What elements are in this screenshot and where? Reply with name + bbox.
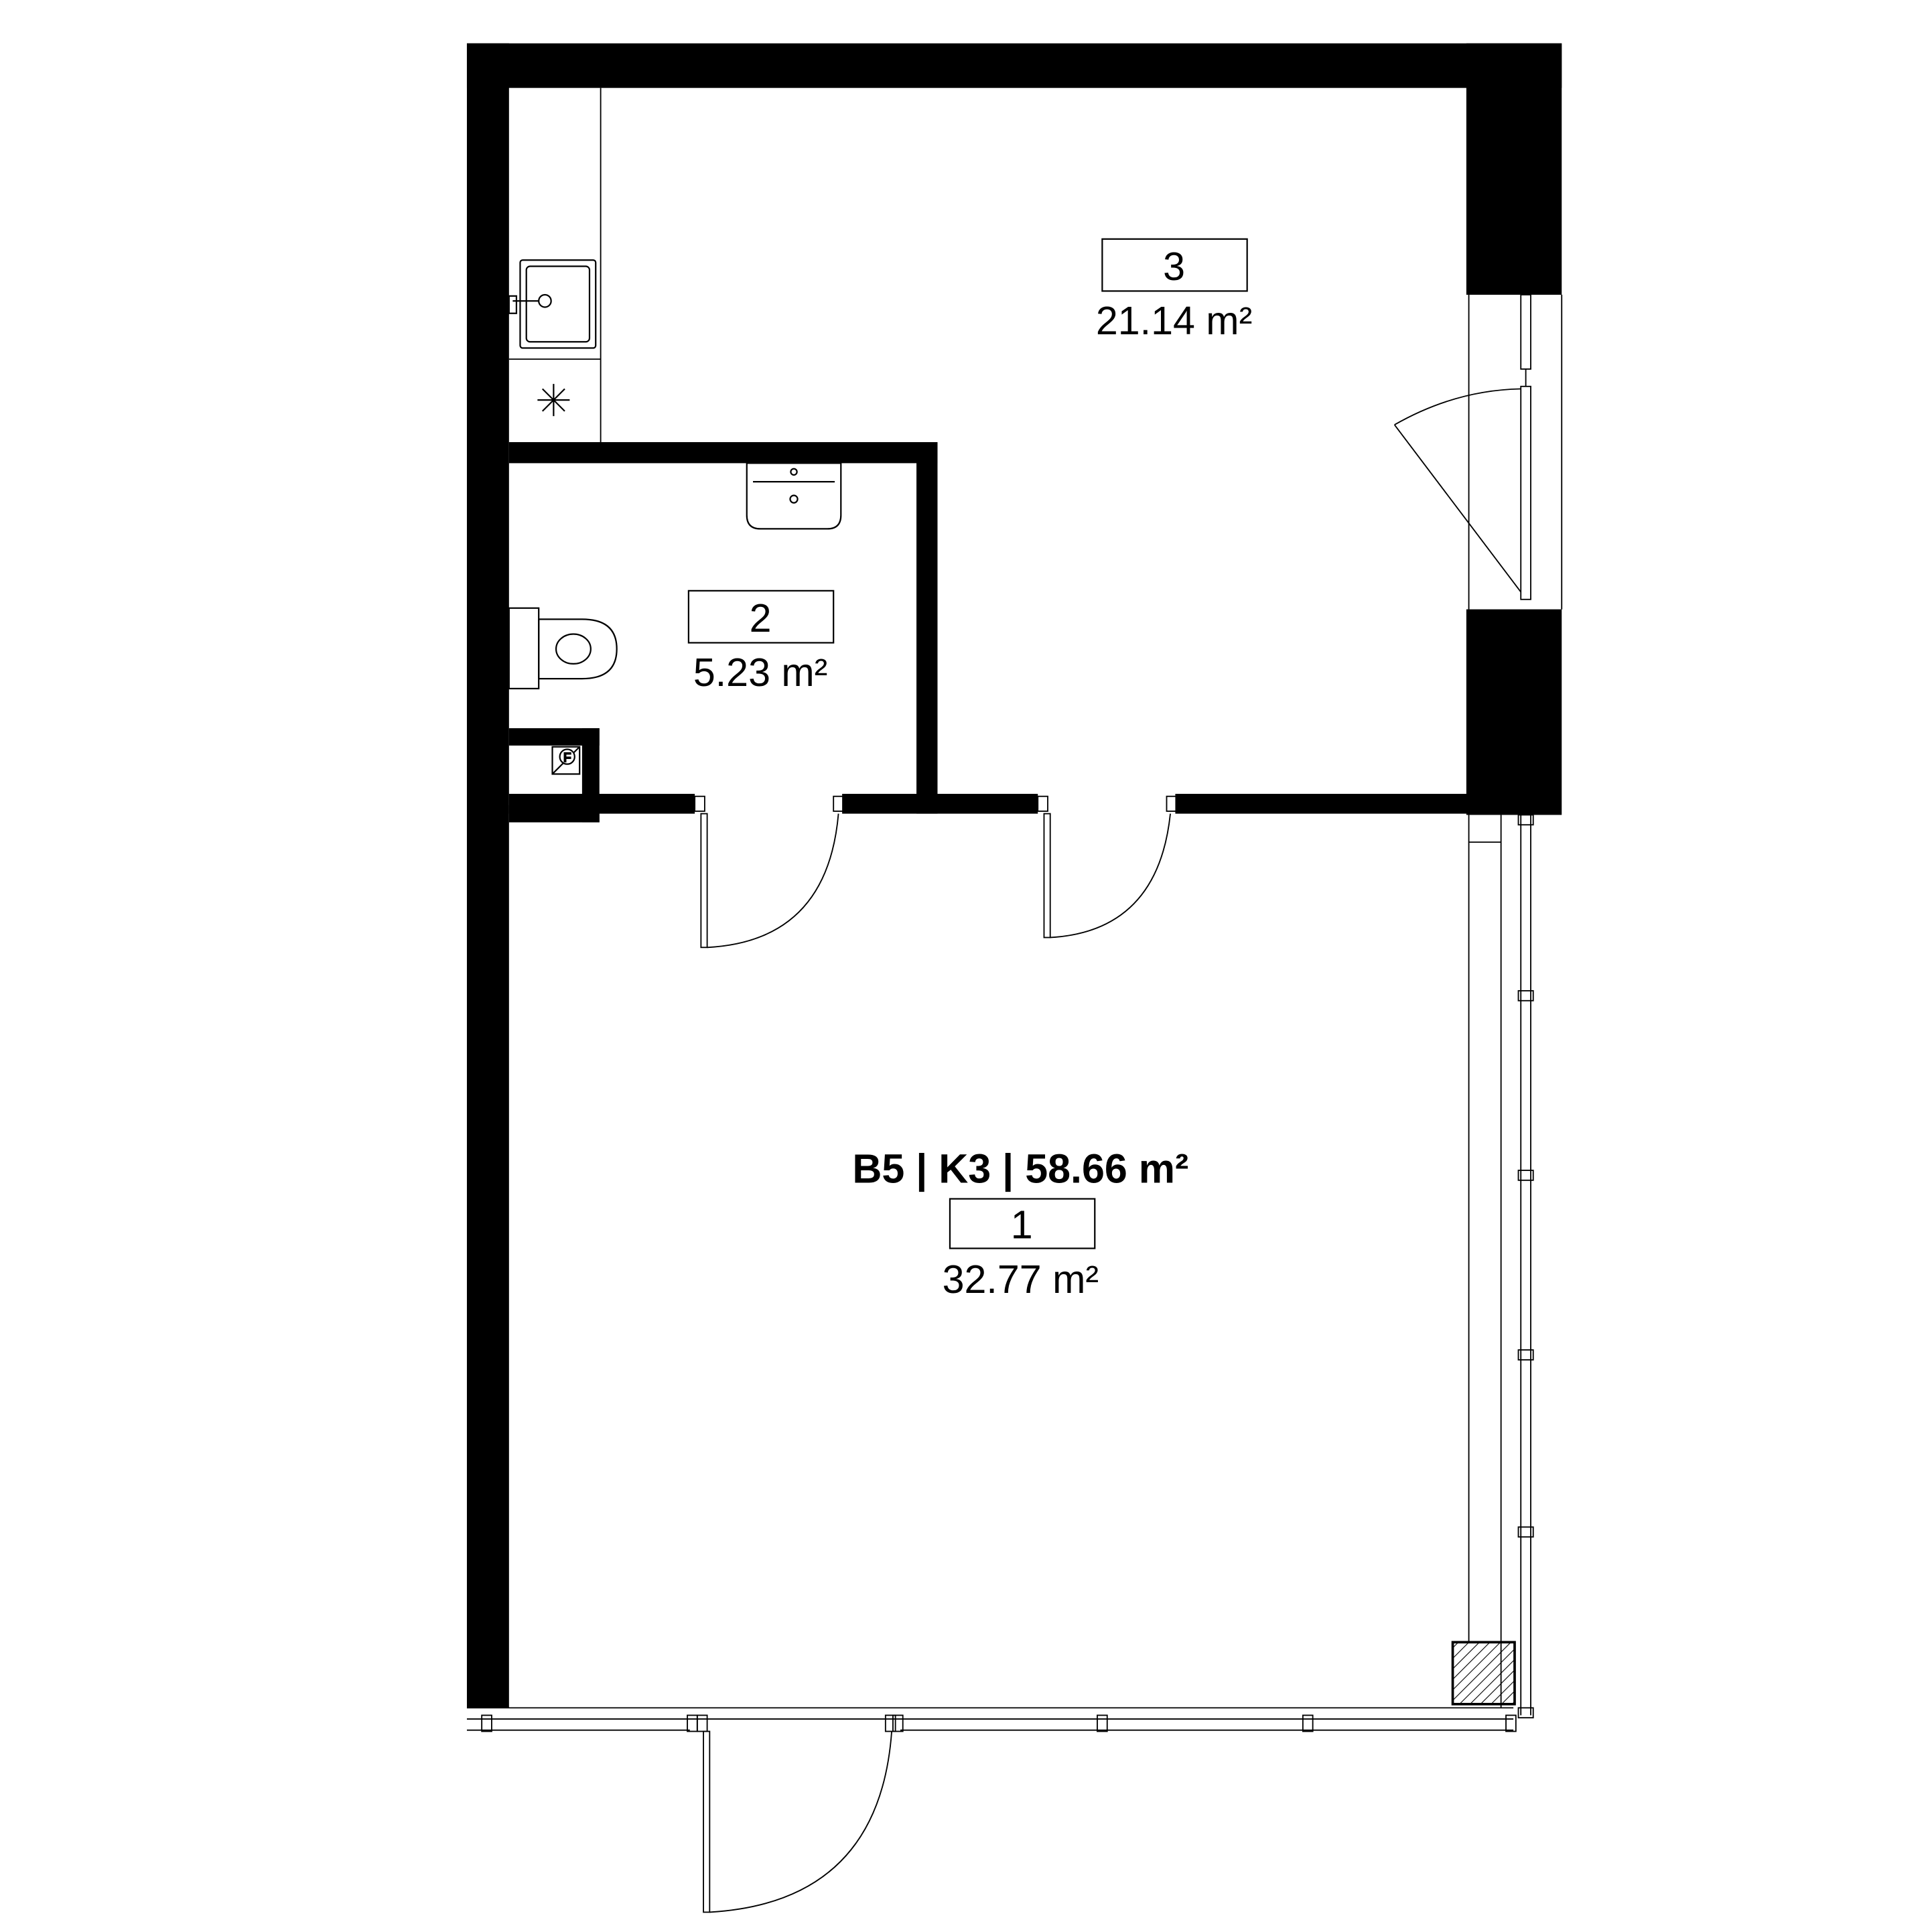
kitchen-counter xyxy=(508,88,602,442)
shaft-mark: F xyxy=(563,750,571,764)
wall-top xyxy=(466,43,1562,88)
toilet-icon xyxy=(508,607,618,689)
window-right-lower xyxy=(1468,814,1534,1719)
room-label-2: 2 5.23 m² xyxy=(687,590,835,695)
room-number: 1 xyxy=(1011,1202,1033,1247)
wash-basin-icon xyxy=(746,462,842,530)
wall-bath-right xyxy=(916,441,938,814)
wall-bath-top xyxy=(508,441,938,464)
room-area: 21.14 m² xyxy=(1096,298,1252,343)
kitchen-sink-icon xyxy=(508,259,597,349)
wall-right-lower xyxy=(1466,609,1562,815)
walls xyxy=(466,43,1562,1708)
hob-icon xyxy=(537,384,570,417)
wall-room3-bottom xyxy=(1175,794,1469,814)
room-number: 2 xyxy=(750,596,772,640)
room-number: 3 xyxy=(1163,244,1185,289)
room-label-1: B5 | K3 | 58.66 m² 1 32.77 m² xyxy=(852,1146,1188,1302)
unit-label: B5 | K3 | 58.66 m² xyxy=(852,1146,1188,1193)
window-bottom xyxy=(466,1707,1517,1732)
wall-left xyxy=(466,43,509,1708)
door-bathroom[interactable] xyxy=(694,795,844,949)
room-label-3: 3 21.14 m² xyxy=(1096,238,1252,343)
shaft-wall-bottom xyxy=(508,805,600,823)
wall-right-upper xyxy=(1466,43,1562,295)
wall-bath-bottom-mid xyxy=(842,794,1038,814)
room-area: 5.23 m² xyxy=(693,650,828,695)
window-right-upper xyxy=(1393,294,1563,610)
column-icon xyxy=(1451,1641,1516,1706)
entrance-door[interactable] xyxy=(703,1730,892,1913)
room-area: 32.77 m² xyxy=(943,1257,1099,1302)
door-room-3[interactable] xyxy=(1037,795,1178,939)
shaft-icon: F xyxy=(551,746,581,775)
